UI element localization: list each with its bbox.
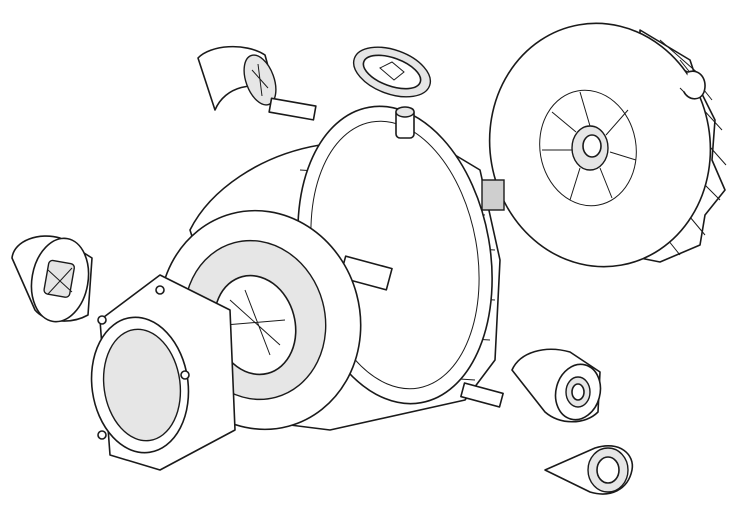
- front-housing: [90, 274, 236, 471]
- fan-hub: [542, 91, 637, 201]
- carbon-brush: [544, 445, 634, 495]
- brush-holder-left: [11, 235, 93, 323]
- bearing-sleeve: [511, 348, 602, 423]
- fan: [488, 22, 727, 268]
- gasket: [352, 46, 432, 98]
- mounting-holes: [97, 285, 190, 440]
- circlip: [679, 69, 706, 100]
- brush-cap-top: [197, 45, 277, 111]
- terminal-pin: [395, 106, 415, 139]
- mounting-tabs: [268, 97, 505, 408]
